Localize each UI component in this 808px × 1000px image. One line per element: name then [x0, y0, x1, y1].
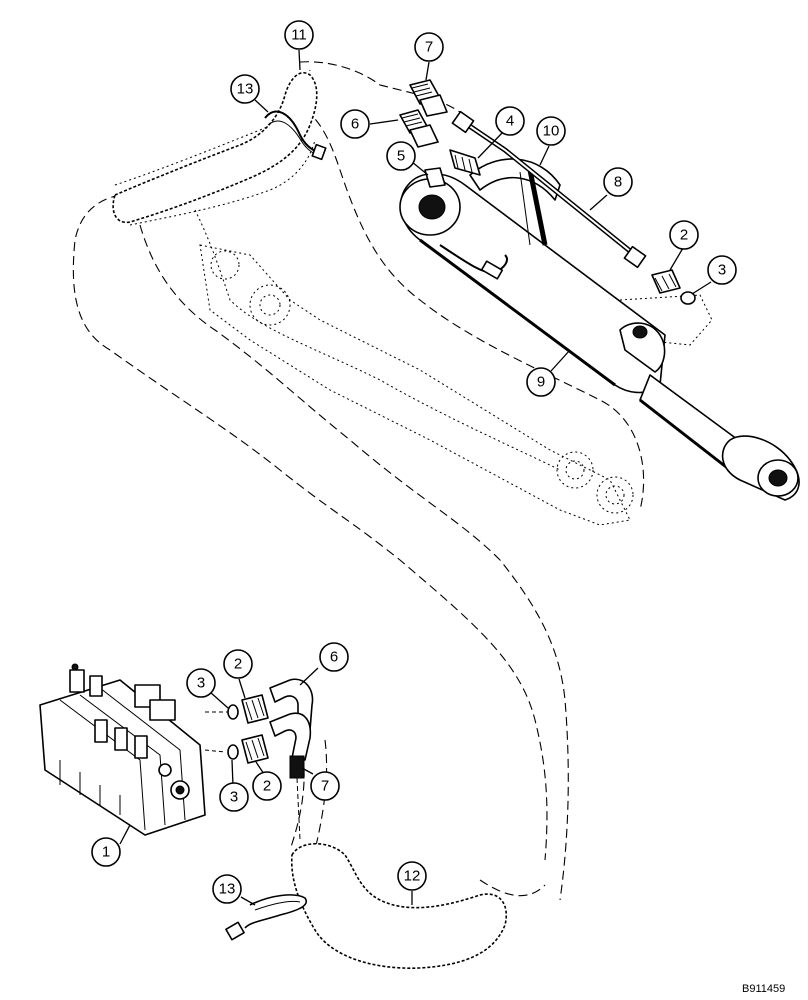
callout-3-bot: 3 — [219, 782, 249, 812]
callout-8: 8 — [603, 167, 633, 197]
callout-label: 12 — [404, 868, 421, 885]
valve-fittings — [204, 678, 314, 841]
callout-label: 2 — [234, 656, 242, 673]
callout-label: 13 — [237, 81, 254, 98]
callout-7-top: 7 — [414, 32, 444, 62]
callout-label: 4 — [506, 113, 514, 130]
steel-tube — [451, 110, 647, 269]
hose-sleeve-top — [112, 71, 318, 224]
callout-label: 3 — [718, 262, 726, 279]
callout-9: 9 — [526, 367, 556, 397]
callout-10: 10 — [536, 116, 566, 146]
callout-1: 1 — [91, 837, 121, 867]
fitting-2-top — [651, 269, 681, 294]
control-valve — [39, 663, 206, 836]
callout-4-top: 4 — [495, 106, 525, 136]
callout-label: 2 — [680, 227, 688, 244]
hydraulic-cylinder — [399, 173, 800, 501]
callout-label: 8 — [614, 174, 622, 191]
hose-sleeve-bottom — [290, 843, 507, 969]
fitting-4-top — [449, 149, 481, 176]
callout-label: 6 — [330, 649, 338, 666]
callout-3-mid: 3 — [186, 668, 216, 698]
cable-tie-top — [264, 110, 327, 161]
callout-label: 2 — [263, 778, 271, 795]
callout-13-bot: 13 — [212, 874, 242, 904]
o-ring-3-top — [680, 291, 696, 305]
cable-tie-bottom — [225, 894, 307, 941]
callout-label: 7 — [321, 778, 329, 795]
callout-6-top: 6 — [340, 109, 370, 139]
callout-6-bot: 6 — [319, 642, 349, 672]
boom-phantom-outline — [72, 61, 645, 901]
fitting-6-top — [399, 109, 439, 148]
callout-label: 9 — [537, 374, 545, 391]
callout-label: 7 — [425, 39, 433, 56]
callout-2-top: 2 — [669, 220, 699, 250]
callout-label: 6 — [351, 116, 359, 133]
fitting-7-top — [409, 79, 448, 117]
fitting-5-top — [424, 167, 446, 188]
callout-label: 5 — [397, 148, 405, 165]
figure-id: B911459 — [742, 983, 785, 995]
callout-13-top: 13 — [230, 74, 260, 104]
callout-12: 12 — [397, 861, 427, 891]
callout-5: 5 — [386, 141, 416, 171]
callout-2-mid: 2 — [223, 649, 253, 679]
callout-label: 3 — [197, 675, 205, 692]
callout-label: 10 — [543, 123, 560, 140]
callout-11-top: 11 — [284, 20, 314, 50]
leader-lines — [119, 49, 712, 906]
callout-label: 1 — [102, 844, 110, 861]
callout-7-bot: 7 — [310, 771, 340, 801]
callout-label: 11 — [291, 27, 307, 44]
callout-label: 13 — [219, 881, 236, 898]
callout-label: 3 — [230, 789, 238, 806]
callout-3-top: 3 — [707, 255, 737, 285]
callout-2-bot: 2 — [252, 771, 282, 801]
